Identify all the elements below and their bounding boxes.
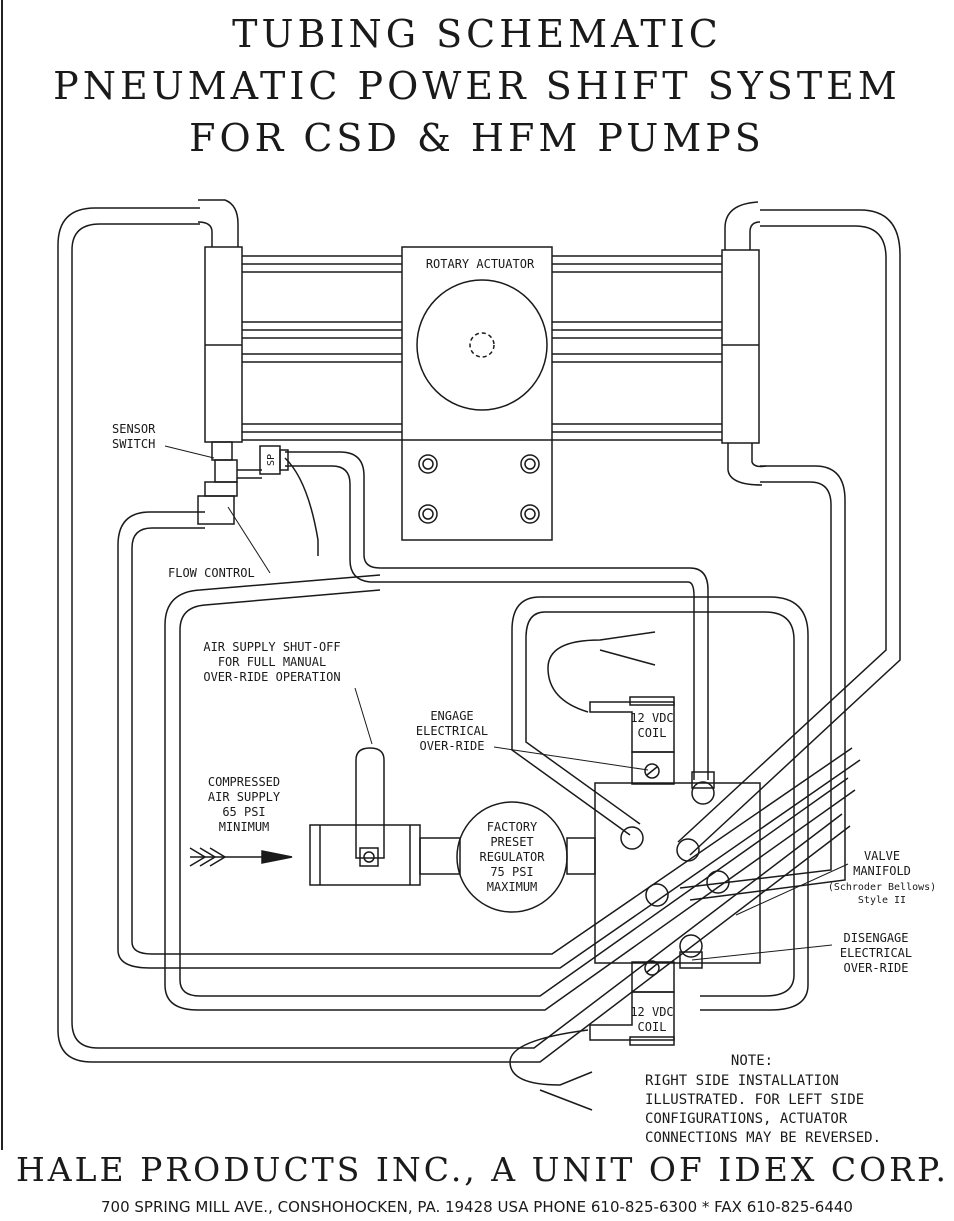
label-sensor-switch-2: SWITCH (112, 437, 155, 451)
note-line-1: RIGHT SIDE INSTALLATION (645, 1073, 839, 1089)
label-compressed-air-1: COMPRESSED (208, 775, 280, 789)
coil-wires-bottom (509, 1029, 593, 1111)
tubing-manifold-loop (511, 596, 809, 1011)
tubing-sensor-line (284, 451, 709, 780)
valve-manifold (589, 696, 761, 1046)
label-regulator-2: PRESET (490, 835, 533, 849)
label-disengage-2: ELECTRICAL (840, 946, 912, 960)
coil-wires-top (547, 631, 656, 713)
label-sp-tag: SP (266, 454, 277, 466)
label-air-shutoff-3: OVER-RIDE OPERATION (203, 670, 340, 684)
tubing-left-outer (57, 207, 851, 1063)
label-air-shutoff-2: FOR FULL MANUAL (218, 655, 326, 669)
label-engage-2: ELECTRICAL (416, 724, 488, 738)
label-coil-bottom-1: 12 VDC (630, 1005, 673, 1019)
label-valve-manifold-3: (Schroder Bellows) (828, 882, 936, 893)
note-line-4: CONNECTIONS MAY BE REVERSED. (645, 1130, 881, 1146)
label-valve-manifold-2: MANIFOLD (853, 864, 911, 878)
title-line-2: PNEUMATIC POWER SHIFT SYSTEM (53, 64, 901, 108)
title-line-1: TUBING SCHEMATIC (232, 12, 722, 56)
label-rotary-actuator: ROTARY ACTUATOR (426, 257, 535, 271)
label-valve-manifold-4: Style II (858, 895, 906, 906)
left-cylinder (197, 199, 243, 443)
regulator (456, 801, 596, 913)
label-regulator-5: MAXIMUM (487, 880, 538, 894)
sp-tag-box (259, 445, 289, 475)
title-line-3: FOR CSD & HFM PUMPS (189, 116, 765, 160)
label-compressed-air-2: AIR SUPPLY (208, 790, 281, 804)
label-engage-3: OVER-RIDE (419, 739, 484, 753)
label-valve-manifold-1: VALVE (864, 849, 900, 863)
rotary-actuator (401, 246, 553, 541)
label-disengage-1: DISENGAGE (843, 931, 908, 945)
label-sensor-switch-1: SENSOR (112, 422, 156, 436)
label-compressed-air-3: 65 PSI (222, 805, 265, 819)
label-regulator-4: 75 PSI (490, 865, 533, 879)
sensor-switch-fitting (197, 441, 262, 525)
tubing-right-outer (677, 209, 901, 856)
label-coil-bottom-2: COIL (638, 1020, 667, 1034)
note-heading: NOTE: (731, 1053, 773, 1069)
footer-address: 700 SPRING MILL AVE., CONSHOHOCKEN, PA. … (101, 1198, 853, 1216)
label-flow-control: FLOW CONTROL (168, 566, 255, 580)
shutoff-valve (309, 747, 461, 886)
label-compressed-air-4: MINIMUM (219, 820, 270, 834)
label-disengage-3: OVER-RIDE (843, 961, 908, 975)
tubing-right-middle (679, 465, 846, 901)
label-regulator-3: REGULATOR (479, 850, 545, 864)
label-engage-1: ENGAGE (430, 709, 473, 723)
label-coil-top-1: 12 VDC (630, 711, 673, 725)
label-regulator-1: FACTORY (487, 820, 538, 834)
leader-lines (164, 445, 849, 961)
footer-company: HALE PRODUCTS INC., A UNIT OF IDEX CORP. (16, 1150, 949, 1189)
note-line-3: CONFIGURATIONS, ACTUATOR (645, 1111, 848, 1127)
label-air-shutoff-1: AIR SUPPLY SHUT-OFF (203, 640, 340, 654)
label-coil-top-2: COIL (638, 726, 667, 740)
note-line-2: ILLUSTRATED. FOR LEFT SIDE (645, 1092, 864, 1108)
tubing-left-inner (164, 574, 856, 1011)
page-border-left (1, 0, 3, 1150)
right-cylinder (721, 201, 767, 486)
air-supply-arrow (189, 847, 293, 867)
tubing-left-middle (117, 511, 861, 969)
